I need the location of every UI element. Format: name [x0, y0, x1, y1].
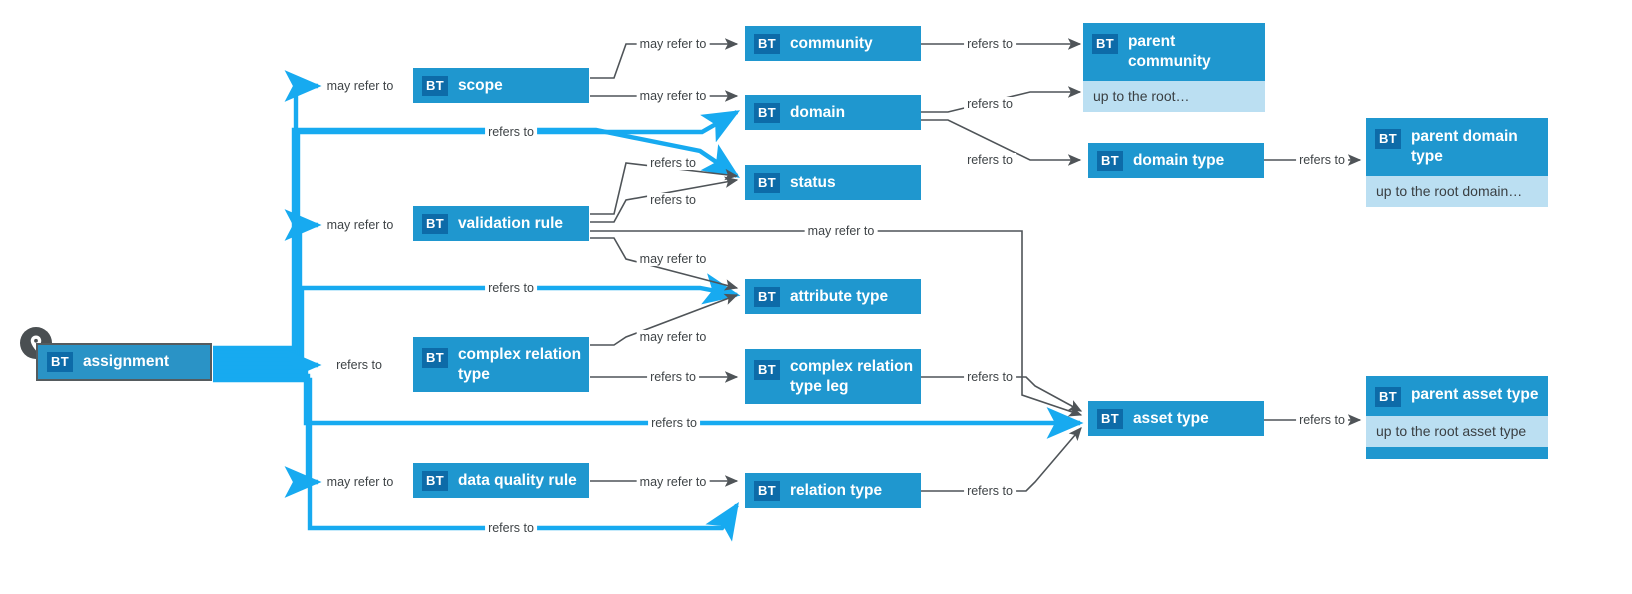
node-parent-community[interactable]: BT parent community up to the root…: [1083, 23, 1265, 112]
node-complex-relation-type[interactable]: BT complex relation type: [413, 337, 589, 392]
node-label: complex relation type: [457, 345, 582, 383]
node-badge: BT: [1375, 129, 1401, 149]
edge-label: refers to: [647, 193, 699, 207]
node-label: attribute type: [789, 287, 889, 305]
node-label: data quality rule: [457, 471, 577, 489]
node-parent-domain-type[interactable]: BT parent domain type up to the root domai…: [1366, 118, 1548, 207]
edge-label: refers to: [964, 37, 1016, 51]
node-footer: up to the root…: [1083, 81, 1265, 112]
edge-label: may refer to: [804, 224, 878, 238]
edge-label: may refer to: [636, 37, 710, 51]
node-badge: BT: [1097, 150, 1123, 171]
node-badge: BT: [422, 213, 448, 234]
node-attribute-type[interactable]: BT attribute type: [745, 279, 921, 314]
node-label: relation type: [789, 481, 883, 499]
node-domain[interactable]: BT domain: [745, 95, 921, 130]
node-label: domain type: [1132, 151, 1225, 169]
node-label: domain: [789, 103, 846, 121]
node-assignment[interactable]: BT assignment: [36, 343, 212, 381]
node-badge: BT: [754, 102, 780, 123]
highlighted-edges: [213, 70, 1084, 542]
edge-label: may refer to: [636, 252, 710, 266]
node-label: validation rule: [457, 214, 564, 232]
node-badge: BT: [754, 286, 780, 307]
node-complex-relation-type-leg[interactable]: BT complex relation type leg: [745, 349, 921, 404]
edge-label: refers to: [647, 156, 699, 170]
edge-label: refers to: [1296, 153, 1348, 167]
node-badge: BT: [1097, 408, 1123, 429]
node-header: BT parent community: [1083, 23, 1265, 81]
edge-label: may refer to: [323, 475, 397, 489]
node-relation-type[interactable]: BT relation type: [745, 473, 921, 508]
node-footer: up to the root asset type: [1366, 416, 1548, 447]
node-status[interactable]: BT status: [745, 165, 921, 200]
edge-label: refers to: [485, 521, 537, 535]
node-footer: up to the root domain…: [1366, 176, 1548, 207]
node-badge: BT: [754, 172, 780, 193]
node-label: scope: [457, 76, 503, 94]
node-header: BT parent domain type: [1366, 118, 1548, 176]
edge-label: refers to: [964, 370, 1016, 384]
node-validation-rule[interactable]: BT validation rule: [413, 206, 589, 241]
node-header: BT parent asset type: [1366, 376, 1548, 416]
node-badge: BT: [754, 480, 780, 501]
edge-label: refers to: [647, 370, 699, 384]
node-badge: BT: [1092, 34, 1118, 54]
node-label: assignment: [82, 353, 170, 370]
node-parent-asset-type[interactable]: BT parent asset type up to the root asset …: [1366, 376, 1548, 459]
edge-label: refers to: [964, 484, 1016, 498]
node-data-quality-rule[interactable]: BT data quality rule: [413, 463, 589, 498]
node-badge: BT: [754, 33, 780, 54]
edge-label: refers to: [333, 358, 385, 372]
node-label: status: [789, 173, 836, 191]
edge-label: refers to: [964, 97, 1016, 111]
edge-label: refers to: [485, 125, 537, 139]
node-label: parent asset type: [1410, 386, 1539, 403]
node-badge: BT: [422, 75, 448, 96]
node-label: parent domain type: [1410, 128, 1518, 165]
edge-label: may refer to: [636, 475, 710, 489]
node-badge: BT: [422, 348, 448, 368]
node-domain-type[interactable]: BT domain type: [1088, 143, 1264, 178]
node-community[interactable]: BT community: [745, 26, 921, 61]
node-label: complex relation type leg: [789, 357, 914, 395]
node-asset-type[interactable]: BT asset type: [1088, 401, 1264, 436]
node-label: parent community: [1127, 33, 1211, 70]
edge-label: may refer to: [323, 218, 397, 232]
edge-label: refers to: [648, 416, 700, 430]
edge-label: refers to: [1296, 413, 1348, 427]
edge-label: refers to: [964, 153, 1016, 167]
node-label: asset type: [1132, 409, 1209, 427]
edge-label: may refer to: [323, 79, 397, 93]
edge-label: may refer to: [636, 330, 710, 344]
edge-label: refers to: [485, 281, 537, 295]
node-badge: BT: [47, 352, 73, 372]
edge-label: may refer to: [636, 89, 710, 103]
node-badge: BT: [754, 360, 780, 380]
node-badge: BT: [422, 470, 448, 491]
node-scope[interactable]: BT scope: [413, 68, 589, 103]
node-label: community: [789, 34, 873, 52]
node-badge: BT: [1375, 387, 1401, 407]
